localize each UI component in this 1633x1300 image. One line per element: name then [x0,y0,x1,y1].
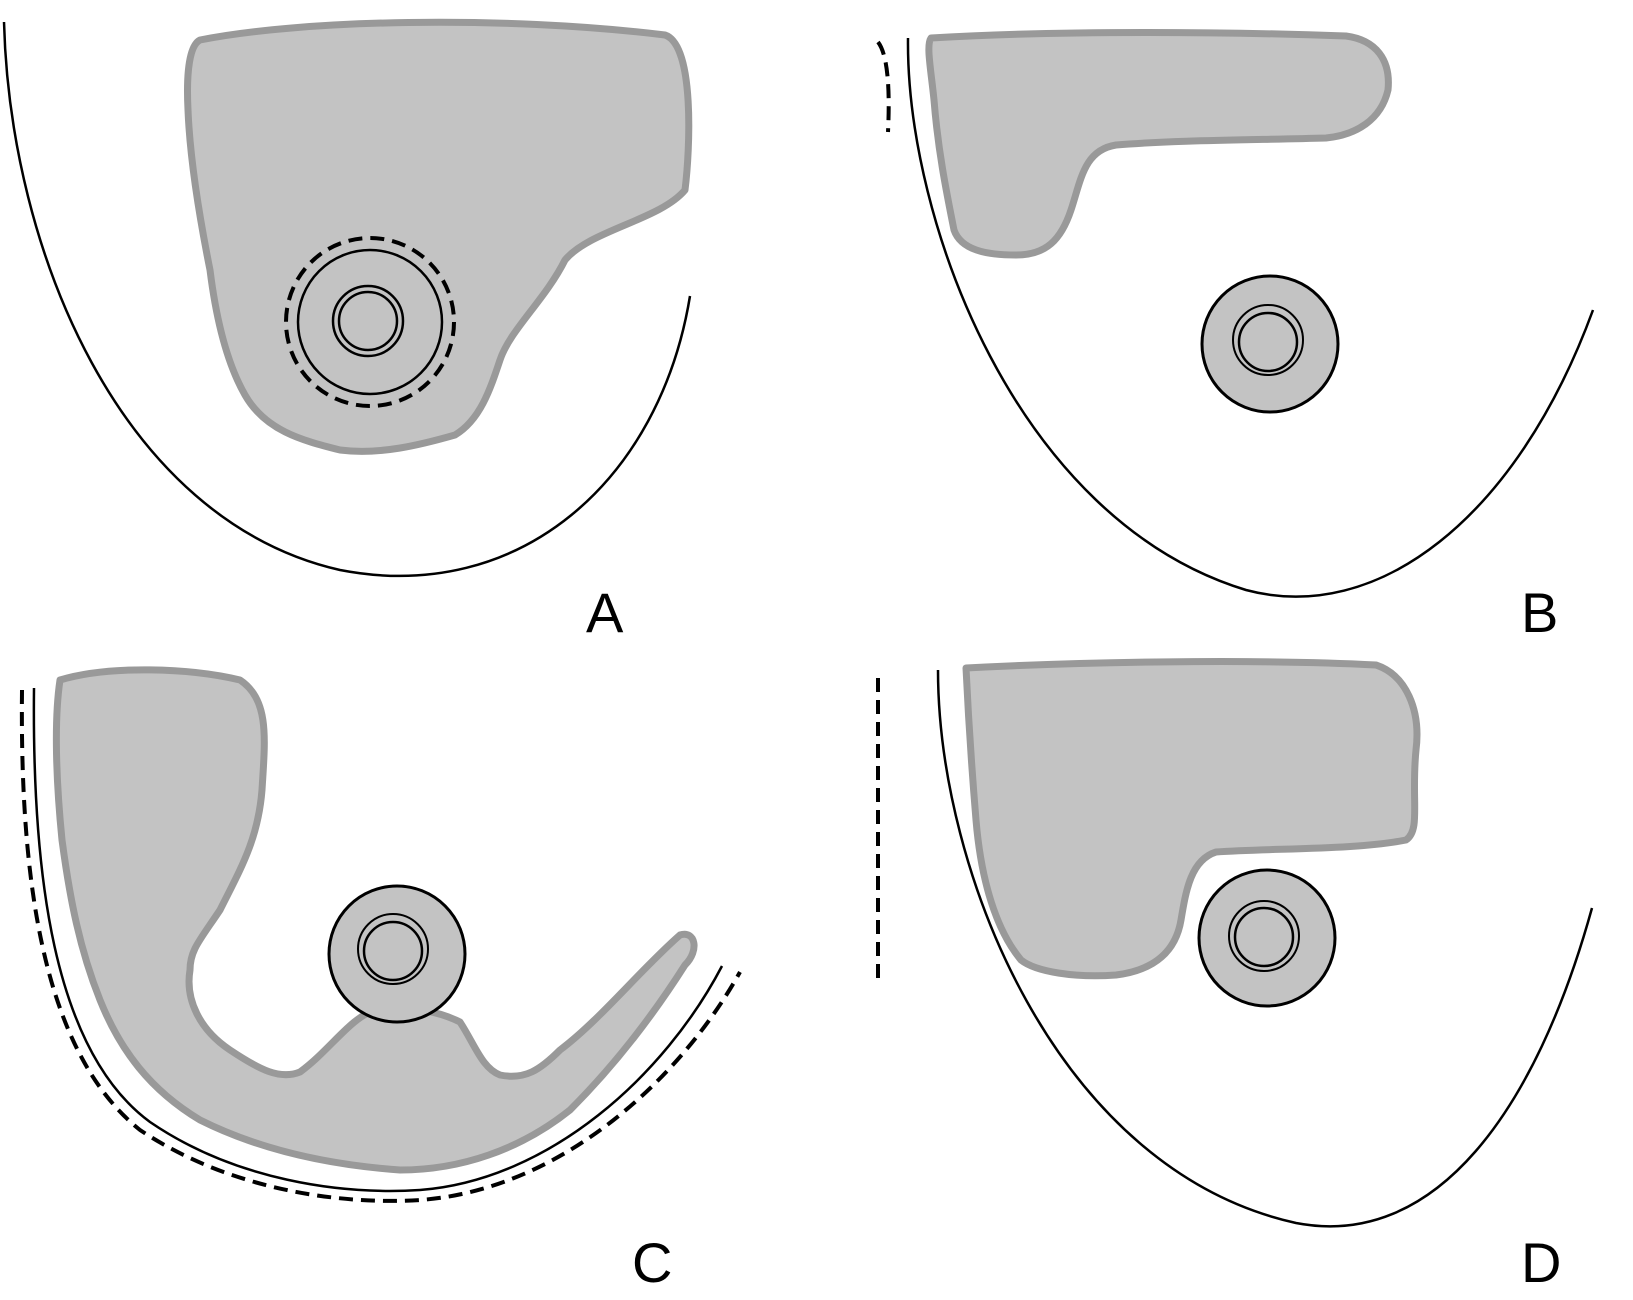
dashed-margin [878,42,889,132]
vessel-lumen [1239,313,1297,371]
vessel-lumen [1235,908,1293,966]
panel-a: A [0,0,816,650]
shaded-region [188,22,689,451]
panel-label-b: B [1521,585,1558,641]
panel-label-d: D [1521,1235,1561,1291]
panel-d: D [816,650,1632,1300]
shaded-region [929,33,1389,256]
panel-label-c: C [632,1235,672,1291]
panel-a-drawing [0,0,816,650]
panel-b: B [816,0,1632,650]
vessel-lumen [364,922,422,980]
shaded-region [966,662,1417,976]
panel-d-drawing [816,650,1632,1300]
panel-c: C [0,650,816,1300]
panel-b-drawing [816,0,1632,650]
panel-label-a: A [586,585,623,641]
vessel-lumen [339,292,397,350]
panel-c-drawing [0,650,816,1300]
